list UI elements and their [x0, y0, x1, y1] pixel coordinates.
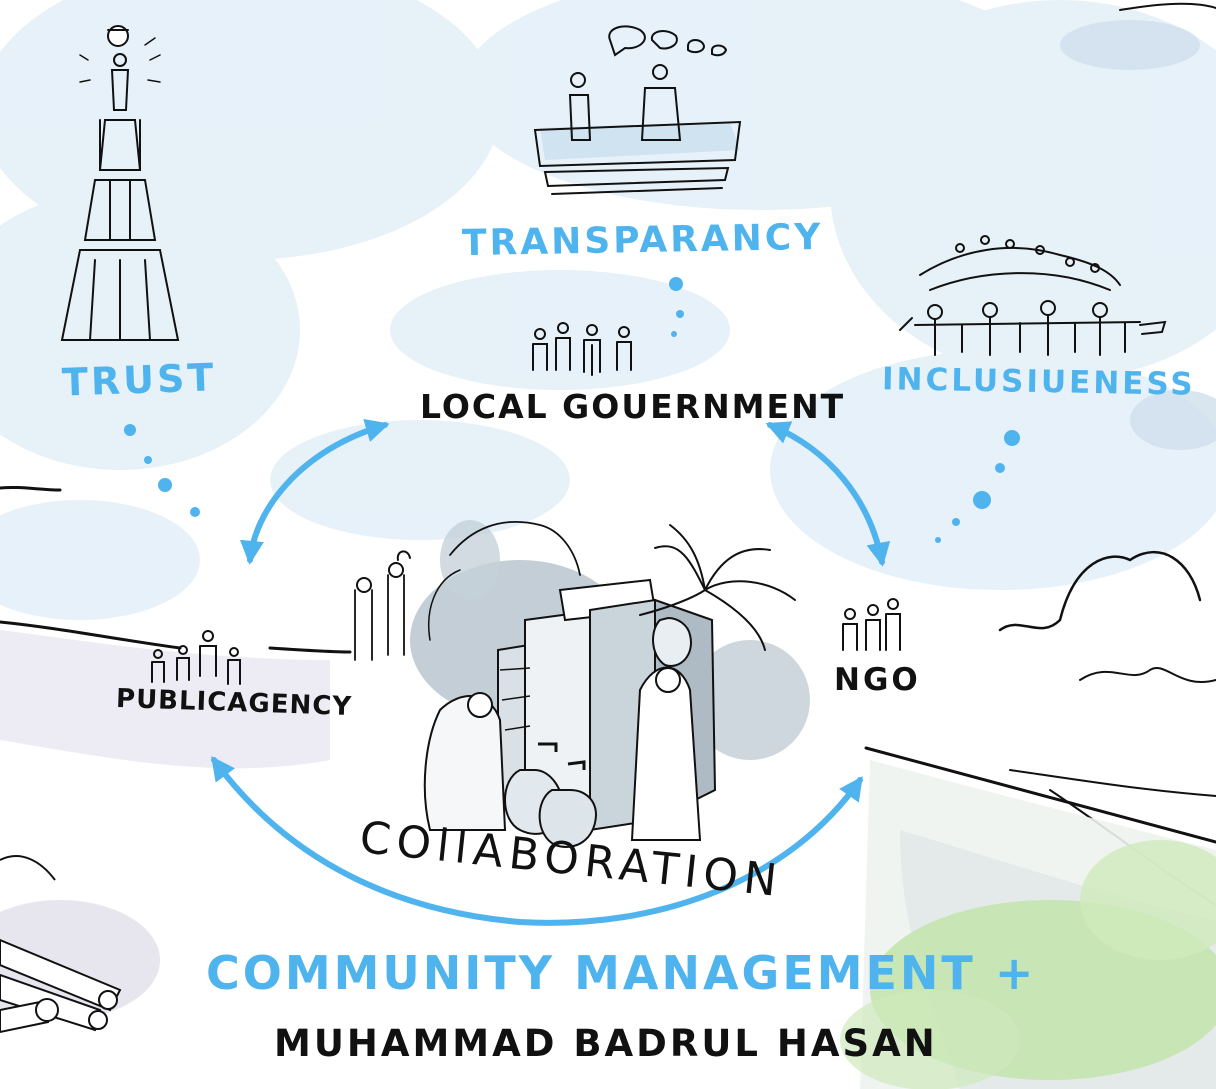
podium-speech-icon: [533, 25, 742, 195]
ground-lines: [0, 2, 1216, 906]
sky-wash: [0, 0, 1216, 620]
transparency-label: TRANSPARANCY: [461, 216, 824, 265]
ngo-label: NGO: [834, 662, 921, 698]
trust-label: TRUST: [61, 355, 218, 405]
cycle-arrows: [211, 418, 891, 926]
sky-wash-dark: [1060, 20, 1216, 450]
author-name: MUHAMMAD BADRUL HASAN: [274, 1022, 938, 1065]
page-title: COMMUNITY MANAGEMENT +: [206, 946, 1037, 1000]
people-group-icon: [151, 322, 901, 685]
connector-dots: [124, 277, 1020, 543]
ground-shading: [0, 630, 1216, 1089]
palm-tree-icon: [428, 521, 796, 651]
human-tower-icon: [60, 25, 180, 341]
pipes-icon: [0, 855, 122, 1034]
inclusiveness-label: INCLUSIUENESS: [881, 361, 1196, 403]
crowd-holding-hands-icon: [899, 235, 1167, 356]
local-government-label: LOCAL GOUERNMENT: [420, 387, 846, 426]
